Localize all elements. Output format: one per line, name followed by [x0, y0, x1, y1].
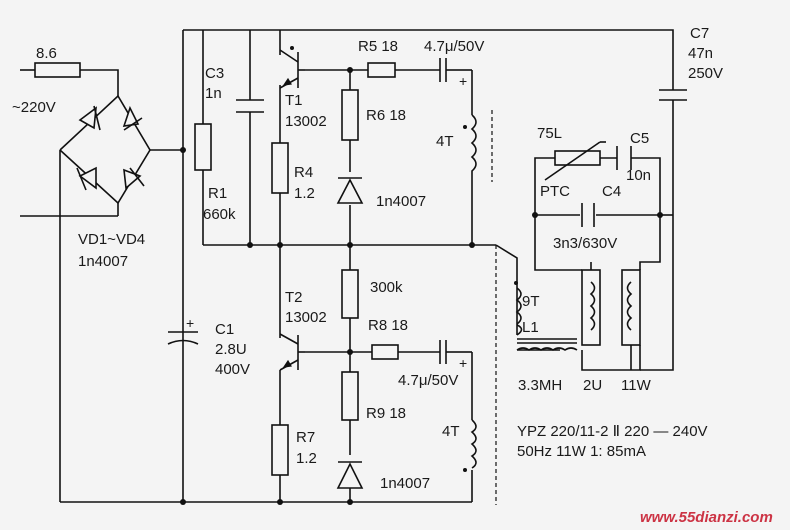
c-top-label: 4.7μ/50V: [424, 38, 484, 55]
coil-bottom-symbol: [463, 419, 477, 472]
resistor-r7-symbol: [271, 424, 289, 476]
r-mid-value-label: 300k: [370, 279, 403, 296]
resistor-r5-symbol: [367, 62, 396, 78]
bridge-rectifier-symbol: [59, 94, 151, 205]
c1-voltage-label: 400V: [215, 361, 250, 378]
c-top-plus: +: [459, 73, 467, 89]
c5-name-label: C5: [630, 130, 649, 147]
r9-label: R9 18: [366, 405, 406, 422]
lamp-2u-symbol: [581, 262, 641, 370]
model-line2: 50Hz 11W 1: 85mA: [517, 443, 646, 460]
c-bottom-label: 4.7μ/50V: [398, 372, 458, 389]
bridge-name-label: VD1~VD4: [78, 231, 145, 248]
capacitor-top-symbol: [439, 58, 456, 82]
resistor-mid-symbol: [341, 269, 359, 319]
ac-input-label: ~220V: [12, 99, 56, 116]
c1-plus: +: [186, 315, 194, 331]
watermark-text: www.55dianzi.com: [640, 509, 773, 526]
bridge-part-label: 1n4007: [78, 253, 128, 270]
c1-value-label: 2.8U: [215, 341, 247, 358]
t2-name-label: T2: [285, 289, 303, 306]
r4-name-label: R4: [294, 164, 313, 181]
r4-value-label: 1.2: [294, 185, 315, 202]
resistor-r4-symbol: [271, 142, 289, 194]
fuse-symbol: [34, 62, 81, 78]
diode-bottom-symbol: [336, 461, 364, 489]
choke-l1-symbol: [514, 281, 578, 351]
resistor-r9-symbol: [341, 371, 359, 421]
t2-part-label: 13002: [285, 309, 327, 326]
r7-name-label: R7: [296, 429, 315, 446]
t-bottom-label: 4T: [442, 423, 460, 440]
c7-name-label: C7: [690, 25, 709, 42]
r6-label: R6 18: [366, 107, 406, 124]
capacitor-c4-symbol: [581, 203, 595, 227]
c4-value-label: 3n3/630V: [553, 235, 617, 252]
t1-name-label: T1: [285, 92, 303, 109]
t1-part-label: 13002: [285, 113, 327, 130]
ptc-label: PTC: [540, 183, 570, 200]
resistor-r8-symbol: [371, 344, 399, 360]
capacitor-bottom-symbol: [439, 340, 456, 364]
c3-value-label: 1n: [205, 85, 222, 102]
r1-value-label: 660k: [203, 206, 236, 223]
coil-top-symbol: [463, 110, 493, 182]
diode-top-symbol: [336, 177, 364, 204]
capacitor-c5-symbol: [616, 146, 632, 170]
capacitor-c1-symbol: [167, 331, 199, 345]
l75-label: 75L: [537, 125, 562, 142]
c7-voltage-label: 250V: [688, 65, 723, 82]
r5-label: R5 18: [358, 38, 398, 55]
l1-turns-label: 9T: [522, 293, 540, 310]
c4-name-label: C4: [602, 183, 621, 200]
transistor-t2-symbol: [279, 333, 305, 371]
resistor-r1-symbol: [194, 123, 212, 171]
l1-name-label: L1: [522, 319, 539, 336]
model-line1: YPZ 220/11-2 Ⅱ 220 — 240V: [517, 423, 708, 440]
junction-dots: [180, 67, 663, 505]
d-bottom-label: 1n4007: [380, 475, 430, 492]
r1-name-label: R1: [208, 185, 227, 202]
c3-name-label: C3: [205, 65, 224, 82]
lamp-type-label: 2U: [583, 377, 602, 394]
t-top-label: 4T: [436, 133, 454, 150]
l1-value-label: 3.3MH: [518, 377, 562, 394]
lamp-power-label: 11W: [621, 377, 652, 394]
transistor-t1-symbol: [279, 46, 305, 89]
r7-value-label: 1.2: [296, 450, 317, 467]
r8-label: R8 18: [368, 317, 408, 334]
d-top-label: 1n4007: [376, 193, 426, 210]
ptc-thermistor-symbol: [544, 141, 606, 181]
c1-name-label: C1: [215, 321, 234, 338]
c-bottom-plus: +: [459, 355, 467, 371]
capacitor-c3-symbol: [236, 99, 264, 113]
fuse-value-label: 8.6: [36, 45, 57, 62]
capacitor-c7-symbol: [659, 89, 687, 101]
c5-value-label: 10n: [626, 167, 651, 184]
resistor-r6-symbol: [341, 89, 359, 141]
c7-value-label: 47n: [688, 45, 713, 62]
